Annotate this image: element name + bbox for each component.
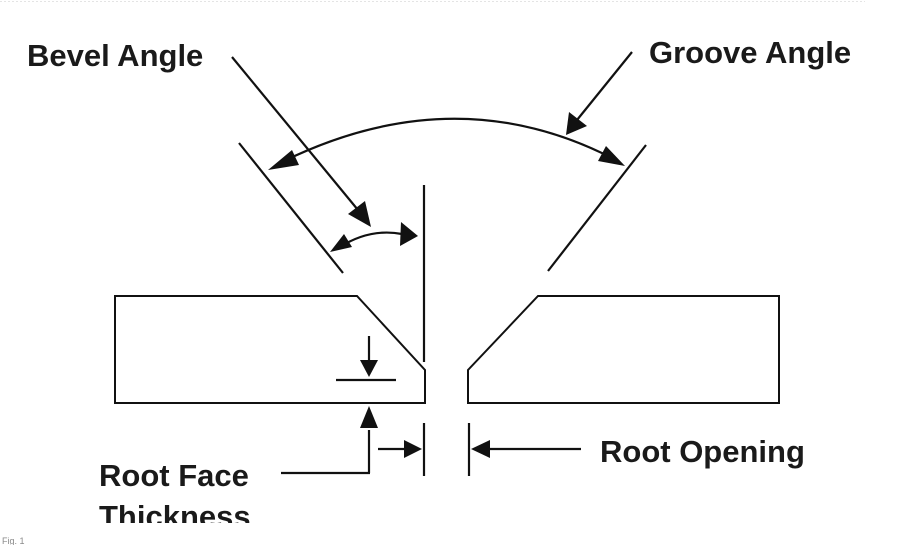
left-bevel-extension-line [238,142,344,274]
figure-caption: Fig. 1 [2,536,25,545]
groove-angle-arrowhead-right [598,146,625,166]
bevel-angle-label: Bevel Angle [27,38,203,73]
root-face-thickness-label-line1: Root Face [99,458,249,493]
root-opening-label: Root Opening [600,434,805,469]
right-bevel-extension-line [547,144,647,272]
groove-angle-leader [576,51,633,121]
groove-angle-label: Groove Angle [649,35,851,70]
groove-angle-arrowhead-left [268,150,299,170]
left-plate [114,295,426,404]
root-opening-left-arrowhead [404,440,422,458]
bevel-angle-leader [231,56,359,211]
right-plate [467,295,780,404]
root-opening-right-arrowhead [471,440,490,458]
groove-angle-leader-arrowhead [566,112,587,135]
root-face-bottom-arrowhead [360,406,378,428]
bevel-angle-arrowhead-left [330,234,352,252]
bottom-strip [0,523,908,545]
root-face-top-arrowhead [360,360,378,377]
groove-angle-arc [283,117,613,162]
bevel-angle-leader-arrowhead [348,201,371,227]
bevel-angle-arrowhead-right [400,222,418,246]
